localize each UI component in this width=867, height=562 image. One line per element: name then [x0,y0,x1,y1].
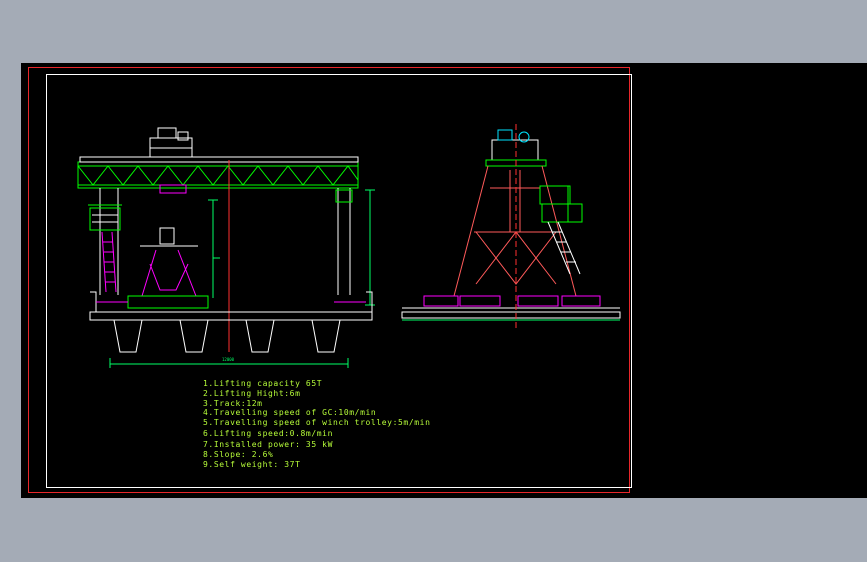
drawing-sheet-border [28,67,630,493]
note-line: 1.Lifting capacity 65T [203,379,323,388]
note-line: 7.Installed power: 35 kW [203,440,333,449]
note-line: 6.Lifting speed:0.8m/min [203,429,333,438]
side-elevation [401,124,621,330]
side-bogies [423,295,601,307]
lifting-spreader [127,227,209,309]
winch-trolley [149,127,193,194]
front-elevation: 12000 [77,127,375,368]
note-line: 8.Slope: 2.6% [203,450,274,459]
side-platform [539,185,583,223]
note-line: 3.Track:12m [203,399,263,408]
drawing-title-border [46,74,632,488]
span-dimension-label: 12000 [222,357,235,362]
main-girder-truss [77,161,359,189]
side-ladder [547,221,581,275]
right-leg [335,188,353,295]
note-line: 5.Travelling speed of winch trolley:5m/m… [203,418,431,427]
height-dimensions [109,189,375,368]
side-ground [401,307,621,321]
girder-top-rail [79,156,359,163]
note-line: 2.Lifting Hight:6m [203,389,301,398]
left-leg [88,188,122,295]
bridge-deck [89,291,373,353]
note-line: 4.Travelling speed of GC:10m/min [203,408,377,417]
left-ladder [101,231,117,293]
cad-viewport[interactable] [21,63,867,498]
note-line: 9.Self weight: 37T [203,460,301,469]
